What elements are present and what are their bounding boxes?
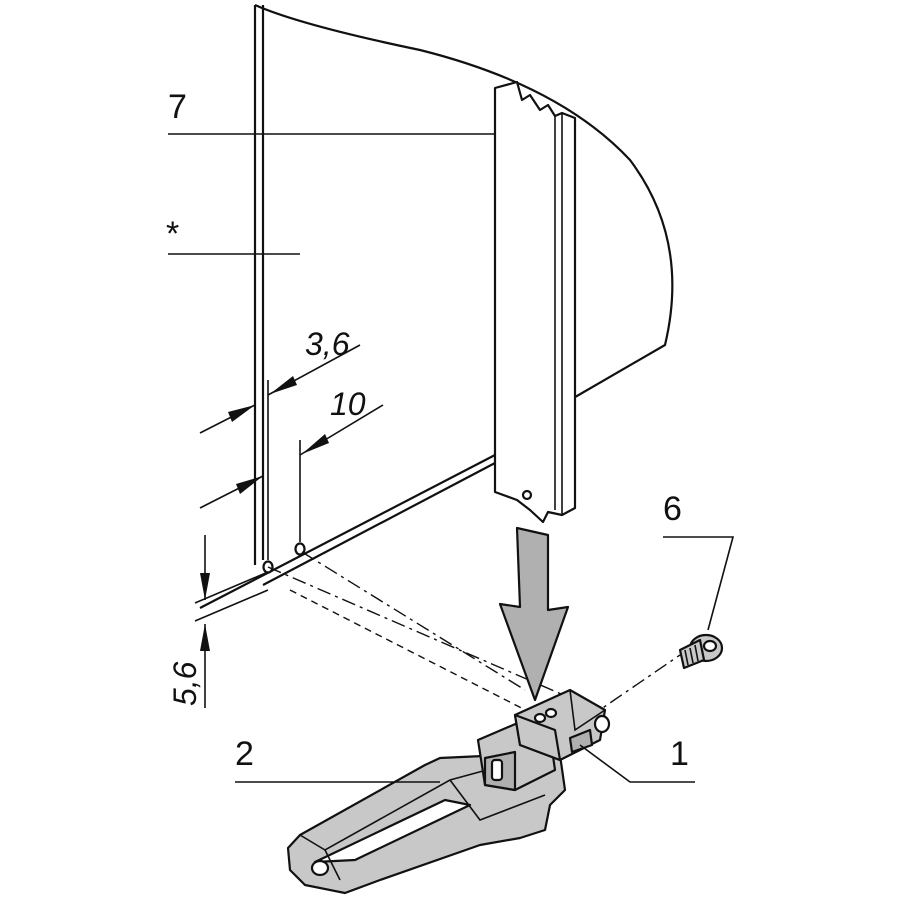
projection-line-front [267,566,576,701]
dim-label-3-6: 3,6 [305,326,350,362]
projection-line-screw [587,654,681,719]
projection-line-rear [301,551,526,691]
panel-bottom-edge-inner [262,462,496,586]
dim-label-5-6: 5,6 [167,661,203,706]
panel-bottom-edge [199,454,496,609]
label-6: 6 [663,490,682,528]
screw-group: 6 [663,490,735,670]
runner-hole [521,489,533,501]
dim-label-10: 10 [330,386,366,422]
assembly-arrow-down [498,526,570,702]
leader-line-1 [579,744,695,783]
runner-mounting-bracket [286,688,611,895]
dimension-5-6: 5,6 [167,535,269,708]
dimension-3-6: 3,6 [199,326,361,560]
label-7: 7 [168,88,187,126]
label-1: 1 [670,735,689,773]
bracket-hole [310,859,330,877]
bracket-slot [313,798,472,864]
label-2: 2 [235,735,254,773]
screw-6 [678,633,724,670]
leader-line-6 [663,536,735,631]
label-asterisk: * [166,215,179,253]
cabinet-side-panel [254,3,674,401]
dimension-10: 10 [199,386,384,542]
drawer-runner-profile [493,80,577,524]
